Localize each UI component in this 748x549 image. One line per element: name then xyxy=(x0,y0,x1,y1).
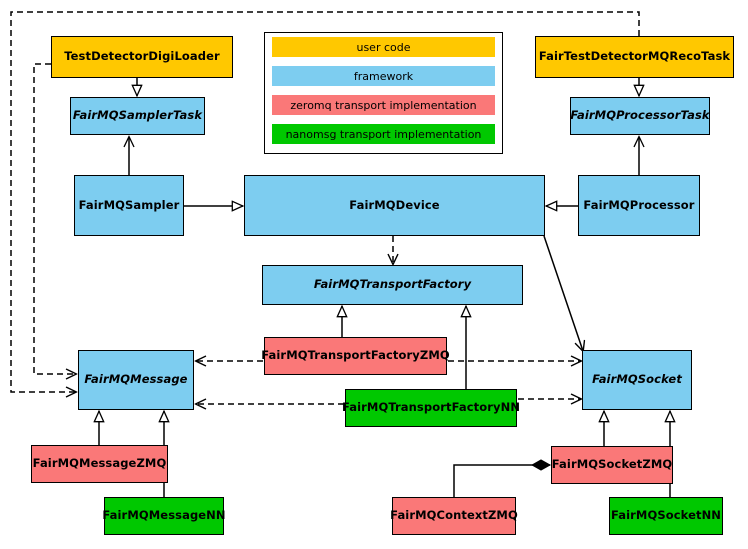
class-node-fairmqsocketzmq[interactable]: FairMQSocketZMQ xyxy=(551,446,673,484)
class-label: FairMQMessage xyxy=(84,372,188,387)
class-node-fairmqcontextzmq[interactable]: FairMQContextZMQ xyxy=(390,497,518,535)
class-label: FairMQSocket xyxy=(592,372,682,387)
class-label: FairMQTransportFactoryNN xyxy=(341,400,521,415)
legend-item-nanomsg: nanomsg transport implementation xyxy=(272,124,495,144)
class-label: FairMQProcessorTask xyxy=(570,108,710,123)
legend-label-user-code: user code xyxy=(356,40,411,54)
legend-item-user-code: user code xyxy=(272,37,495,57)
class-label: TestDetectorDigiLoader xyxy=(64,49,220,64)
class-node-fairmqdevice[interactable]: FairMQDevice xyxy=(244,175,545,236)
legend-item-zeromq: zeromq transport implementation xyxy=(272,95,495,115)
class-node-fairmqprocessor[interactable]: FairMQProcessor xyxy=(578,175,700,236)
class-node-fairtestdetectormqrecotask[interactable]: FairTestDetectorMQRecoTask xyxy=(535,36,734,78)
class-node-testdetectordigiloader[interactable]: TestDetectorDigiLoader xyxy=(51,36,233,78)
class-node-fairmqtransportfactory[interactable]: FairMQTransportFactory xyxy=(262,265,523,305)
class-label: FairMQTransportFactoryZMQ xyxy=(261,348,450,363)
class-node-fairmqmessagezmq[interactable]: FairMQMessageZMQ xyxy=(31,445,168,483)
legend-label-zeromq: zeromq transport implementation xyxy=(290,98,477,112)
class-node-fairmqtransportfactoryzmq[interactable]: FairMQTransportFactoryZMQ xyxy=(261,337,450,375)
edge-contextzmq-socketzmq xyxy=(453,465,550,497)
class-label: FairMQSampler xyxy=(78,197,180,212)
class-node-fairmqsocketnn[interactable]: FairMQSocketNN xyxy=(609,497,723,535)
class-label: FairMQMessageNN xyxy=(102,508,226,523)
class-node-fairmqtransportfactorynn[interactable]: FairMQTransportFactoryNN xyxy=(341,389,521,427)
class-label: FairMQContextZMQ xyxy=(390,508,518,523)
class-node-fairmqsocket[interactable]: FairMQSocket xyxy=(582,350,692,410)
legend-label-nanomsg: nanomsg transport implementation xyxy=(285,127,482,141)
class-node-fairmqsamplertask[interactable]: FairMQSamplerTask xyxy=(70,97,205,135)
legend-label-framework: framework xyxy=(353,69,414,83)
class-label: FairMQSocketNN xyxy=(610,508,722,523)
class-node-fairmqsampler[interactable]: FairMQSampler xyxy=(74,175,184,236)
class-label: FairMQSamplerTask xyxy=(72,108,203,123)
class-node-fairmqmessagenn[interactable]: FairMQMessageNN xyxy=(102,497,226,535)
legend-item-framework: framework xyxy=(272,66,495,86)
class-node-fairmqprocessortask[interactable]: FairMQProcessorTask xyxy=(570,97,710,135)
class-label: FairMQTransportFactory xyxy=(313,277,472,292)
edge-device-socket xyxy=(543,235,583,351)
class-label: FairMQMessageZMQ xyxy=(32,456,167,471)
class-label: FairTestDetectorMQRecoTask xyxy=(538,49,731,64)
class-label: FairMQProcessor xyxy=(583,197,695,212)
class-label: FairMQSocketZMQ xyxy=(551,457,673,472)
class-node-fairmqmessage[interactable]: FairMQMessage xyxy=(78,350,194,410)
class-label: FairMQDevice xyxy=(349,197,440,212)
